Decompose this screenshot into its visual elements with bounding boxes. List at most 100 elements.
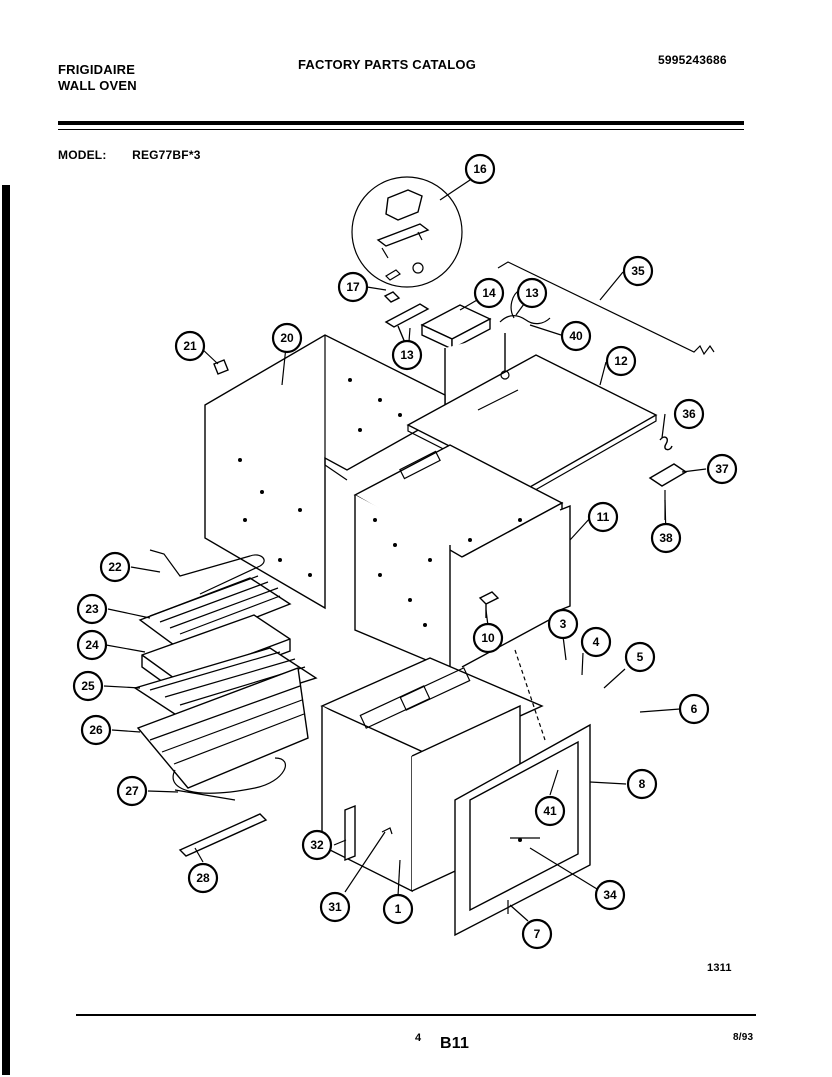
callout-label: 26 (89, 723, 103, 737)
callout-circle (626, 768, 658, 800)
callout-circle (76, 629, 108, 661)
callout-label: 13 (525, 286, 539, 300)
callout-23: 23 (76, 593, 108, 625)
callout-21: 21 (174, 330, 206, 362)
callout-circle (472, 622, 504, 654)
callout-circle (521, 918, 553, 950)
callout-circle (473, 277, 505, 309)
scan-edge-mark (2, 185, 10, 1075)
callout-34: 34 (594, 879, 626, 911)
callout-label: 6 (691, 702, 698, 716)
part-27-broil-element (172, 757, 286, 801)
callout-27: 27 (116, 775, 148, 807)
callout-20: 20 (271, 322, 303, 354)
catalog-code: 5995243686 (658, 53, 727, 67)
callout-37: 37 (706, 453, 738, 485)
callout-12: 12 (605, 345, 637, 377)
figure-code: 1311 (707, 962, 732, 974)
callout-circle (80, 714, 112, 746)
brand-name: FRIGIDAIRE (58, 62, 136, 77)
callout-label: 14 (482, 286, 496, 300)
callout-label: 23 (85, 602, 99, 616)
brand-block: FRIGIDAIRE WALL OVEN (58, 62, 137, 94)
callout-label: 20 (280, 331, 294, 345)
callout-circle (187, 862, 219, 894)
callout-circle (464, 153, 496, 185)
callout-circle (580, 626, 612, 658)
part-20-rear-panel (204, 334, 446, 610)
callout-label: 16 (473, 162, 487, 176)
callout-24: 24 (76, 629, 108, 661)
callout-label: 3 (560, 617, 567, 631)
callout-circle (76, 593, 108, 625)
page-id: B11 (440, 1035, 470, 1052)
callout-13: 13 (391, 339, 423, 371)
callout-label: 27 (125, 784, 139, 798)
callout-circle (673, 398, 705, 430)
callout-circle (382, 893, 414, 925)
callout-circle (301, 829, 333, 861)
callout-circle (391, 339, 423, 371)
callout-label: 17 (346, 280, 360, 294)
page-number: 4 (415, 1032, 422, 1044)
assembly-guide-line (514, 649, 546, 741)
part-37-bracket (648, 463, 688, 487)
revision-date: 8/93 (733, 1032, 754, 1043)
callout-circle (337, 271, 369, 303)
callout-35: 35 (622, 255, 654, 287)
callout-10: 10 (472, 622, 504, 654)
callout-3: 3 (547, 608, 579, 640)
header-rule-thick (58, 121, 744, 125)
callout-label: 35 (631, 264, 645, 278)
part-23-broil-grid (138, 575, 292, 649)
callout-circle (319, 891, 351, 923)
callout-label: 11 (597, 510, 610, 524)
footer-rule (76, 1014, 756, 1016)
callout-1: 1 (382, 893, 414, 925)
callout-label: 10 (481, 631, 495, 645)
part-8-door-frame (454, 723, 591, 937)
callout-26: 26 (80, 714, 112, 746)
callout-label: 22 (108, 560, 122, 574)
callout-11: 11 (587, 501, 619, 533)
callout-label: 37 (715, 462, 729, 476)
callout-label: 24 (85, 638, 99, 652)
callout-label: 38 (659, 531, 673, 545)
callout-17: 17 (337, 271, 369, 303)
callout-label: 32 (310, 838, 324, 852)
callout-13: 13 (516, 277, 548, 309)
callout-circle (706, 453, 738, 485)
callout-circle (650, 522, 682, 554)
callout-31: 31 (319, 891, 351, 923)
leader-lines (103, 271, 707, 922)
callout-41: 41 (534, 795, 566, 827)
callout-label: 34 (603, 888, 617, 902)
callout-circle (99, 551, 131, 583)
callout-circle (624, 641, 656, 673)
callout-4: 4 (580, 626, 612, 658)
callout-25: 25 (72, 670, 104, 702)
callout-label: 40 (569, 329, 583, 343)
callout-16: 16 (464, 153, 496, 185)
callout-label: 28 (196, 871, 210, 885)
callout-label: 8 (639, 777, 646, 791)
part-28-terminal (178, 813, 268, 857)
callout-label: 36 (682, 407, 696, 421)
callout-circle (174, 330, 206, 362)
callout-circle (587, 501, 619, 533)
callout-14: 14 (473, 277, 505, 309)
callout-label: 5 (637, 650, 644, 664)
callout-label: 25 (81, 679, 95, 693)
part-26-oven-rack (136, 667, 309, 789)
callout-circle (116, 775, 148, 807)
callout-36: 36 (673, 398, 705, 430)
callout-7: 7 (521, 918, 553, 950)
callout-label: 21 (183, 339, 197, 353)
model-label: MODEL: (58, 148, 107, 162)
model-line: MODEL: REG77BF*3 (58, 148, 223, 162)
part-17 (383, 262, 424, 303)
callout-38: 38 (650, 522, 682, 554)
callout-label: 4 (593, 635, 600, 649)
callout-8: 8 (626, 768, 658, 800)
